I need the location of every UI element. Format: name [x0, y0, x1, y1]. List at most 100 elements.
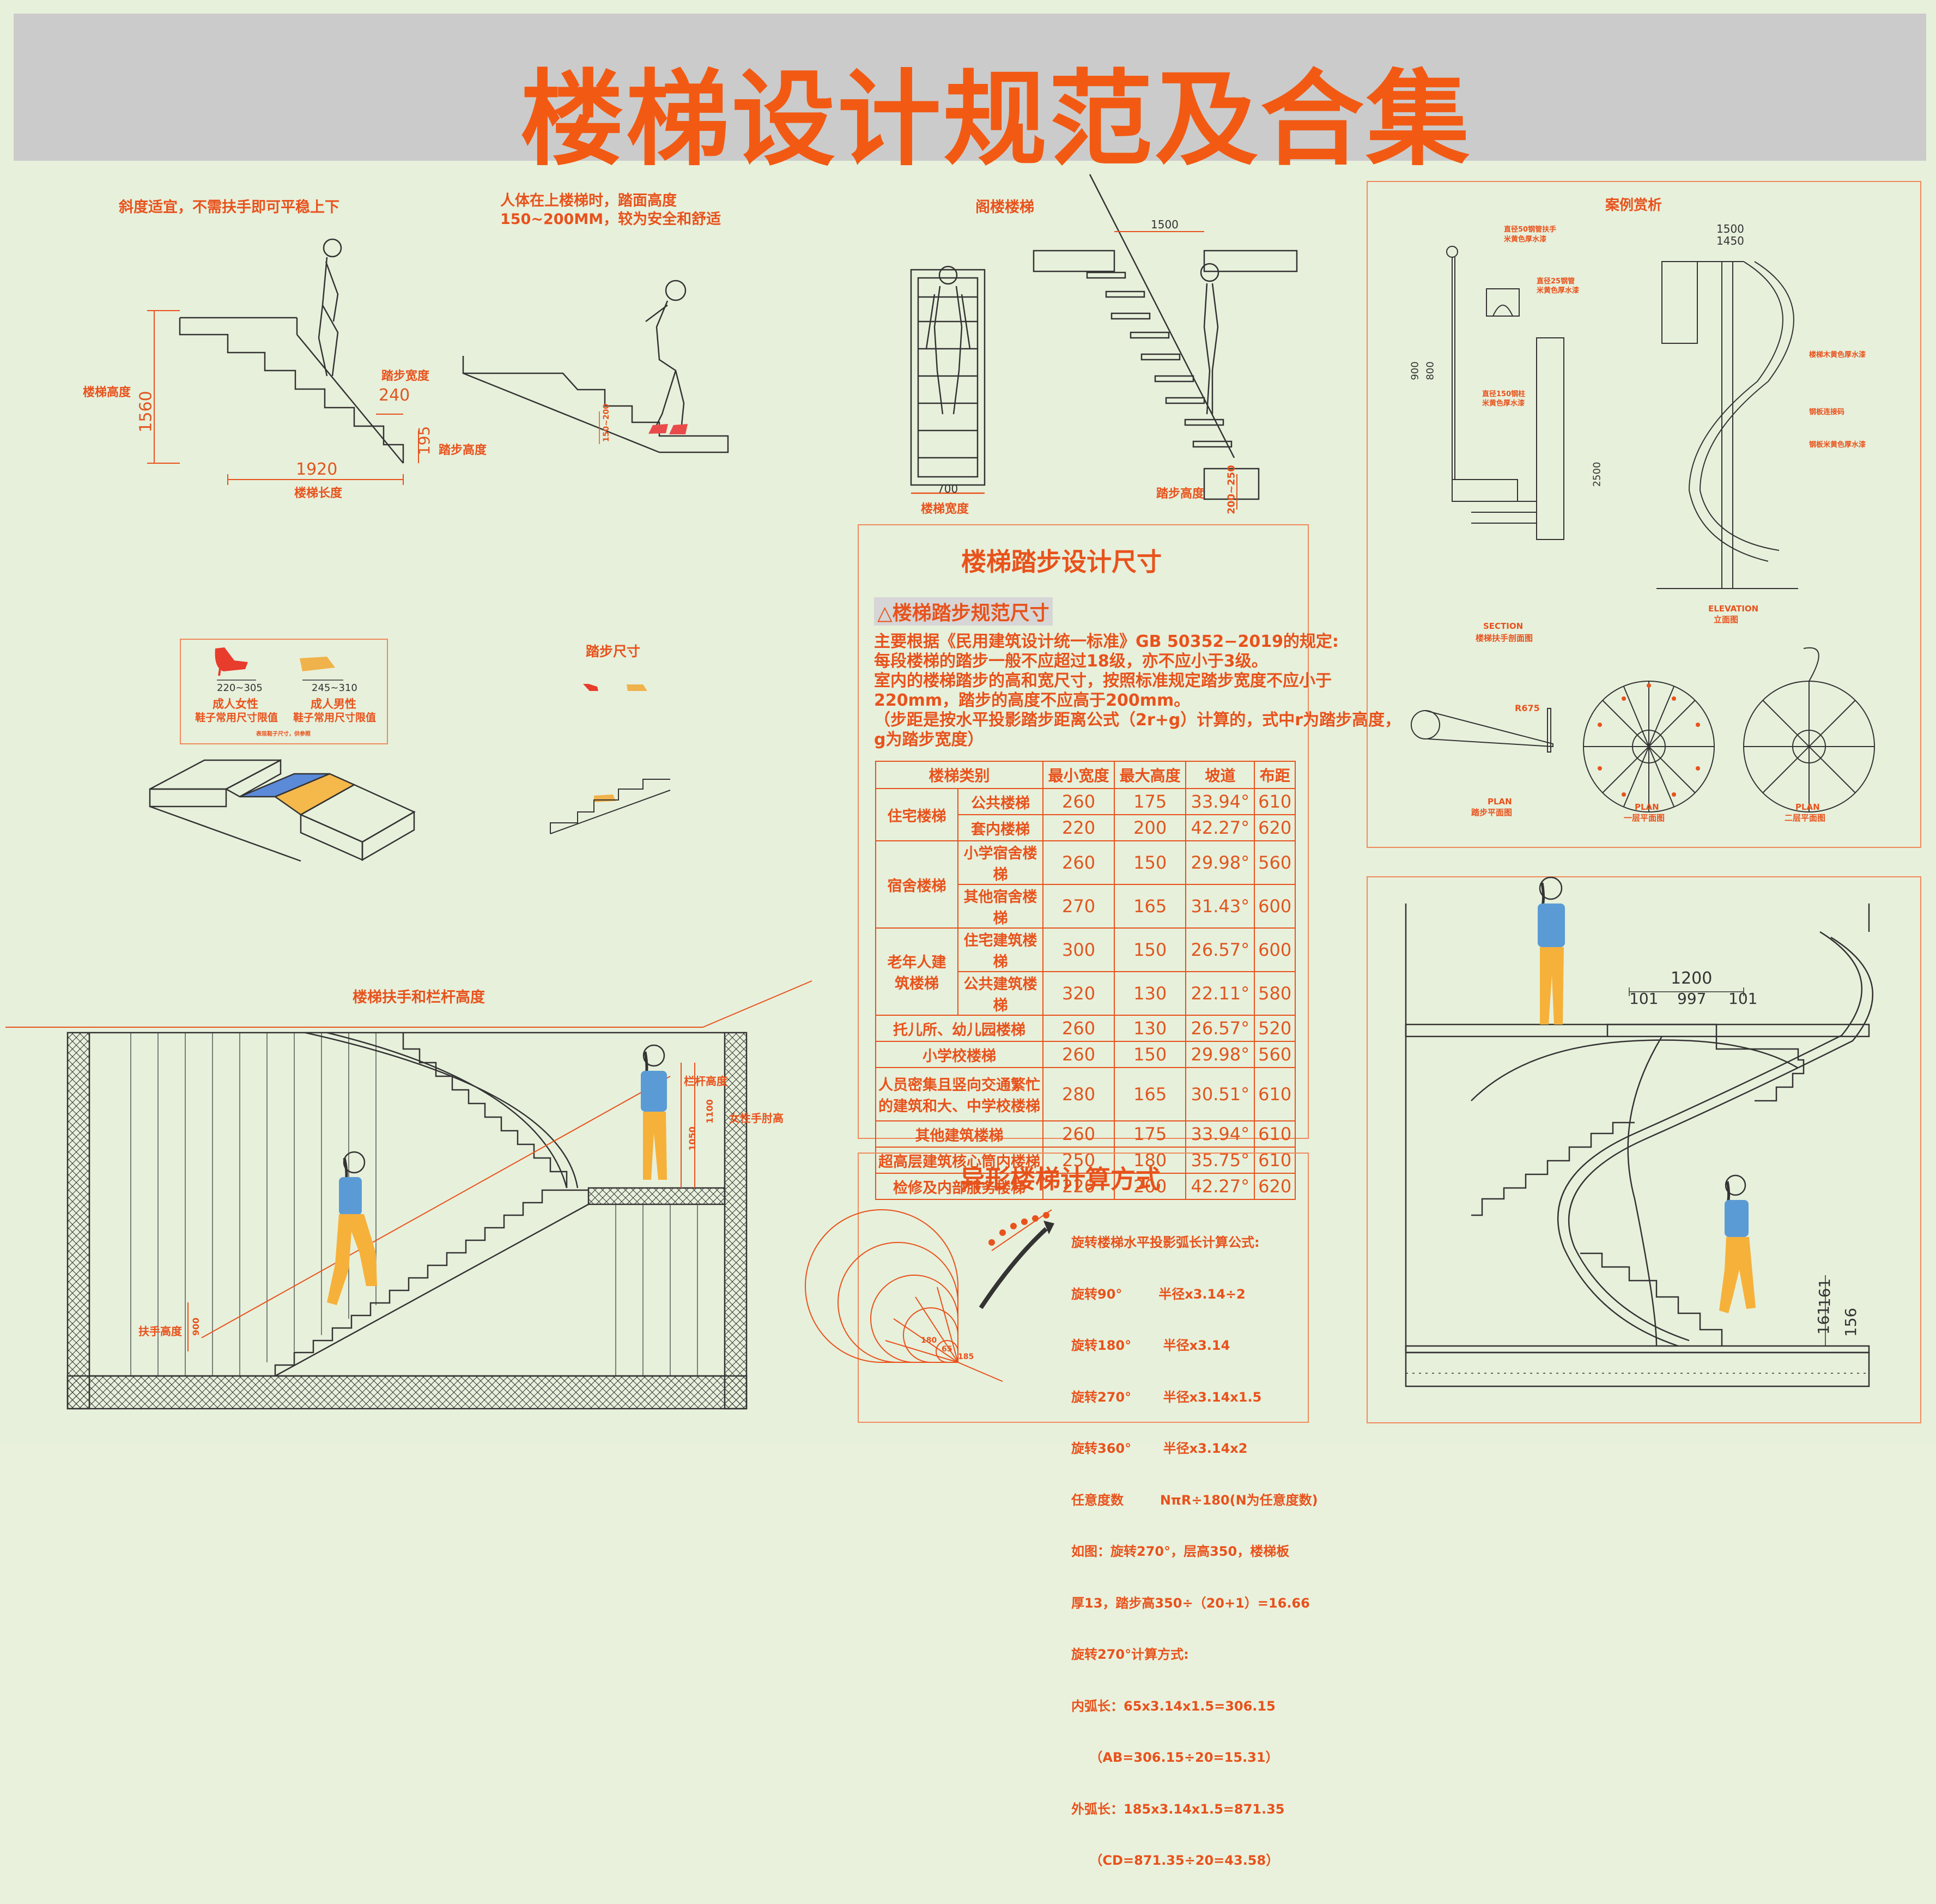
row-name: 其他建筑楼梯: [875, 1120, 1043, 1148]
cell-slope: 42.27°: [1185, 814, 1255, 841]
formula-line: 旋转180° 半径x3.14: [1071, 1338, 1230, 1353]
cell-slope: 22.11°: [1185, 971, 1255, 1016]
spiral-dim-1200: 1200: [1671, 969, 1713, 988]
formula-line: 厚13，踏步高350÷（20+1）=16.66: [1071, 1595, 1310, 1611]
table-row: 人员密集且竖向交通繁忙的建筑和大、中学校楼梯 280 165 30.51° 61…: [875, 1067, 1296, 1121]
female-label-2: 鞋子常用尺寸限值: [195, 712, 278, 724]
group-dorm: 宿舍楼梯: [875, 840, 958, 929]
cell-width: 260: [1042, 1120, 1115, 1148]
row-sub: 公共建筑楼梯: [957, 971, 1043, 1016]
row-sub: 套内楼梯: [957, 814, 1043, 841]
female-label-1: 成人女性: [213, 698, 258, 711]
cell-slope: 31.43°: [1185, 884, 1255, 929]
cell-height: 175: [1114, 1120, 1187, 1148]
row-sub: 住宅建筑楼梯: [957, 927, 1043, 972]
case-dim-1500: 1500: [1716, 222, 1744, 235]
dim-1920: 1920: [296, 460, 338, 479]
railing-title: 楼梯扶手和栏杆高度: [353, 989, 485, 1006]
label-handrail-height: 扶手高度: [138, 1325, 182, 1338]
cell-height: 165: [1114, 884, 1187, 929]
cell-width: 260: [1042, 840, 1115, 885]
group-residential: 住宅楼梯: [875, 788, 958, 841]
cell-width: 280: [1042, 1067, 1115, 1121]
cell-slope: 30.51°: [1185, 1067, 1255, 1121]
cell-height: 180: [1114, 1147, 1187, 1174]
plan1-cn: 一层平面图: [1624, 813, 1665, 823]
cell-height: 150: [1114, 1041, 1187, 1068]
caption-body-2: 150~200MM，较为安全和舒适: [500, 211, 721, 228]
spiral-dim-161a: 161: [1814, 1305, 1833, 1335]
case-note-2: 米黄色厚水漆: [1504, 235, 1547, 244]
cell-width: 260: [1042, 1015, 1115, 1042]
row-name: 检修及内部服务楼梯: [875, 1173, 1043, 1200]
cell-pace: 620: [1254, 814, 1296, 841]
case-note-5: 直径150钢柱: [1482, 390, 1526, 398]
dim-185: 185: [958, 1353, 974, 1361]
formula-line: （AB=306.15÷20=15.31）: [1071, 1750, 1279, 1765]
spiral-dim-161b: 161: [1816, 1278, 1834, 1308]
male-range: 245~310: [312, 682, 357, 694]
cell-height: 200: [1114, 1173, 1187, 1200]
label-attic-width: 楼梯宽度: [921, 502, 969, 516]
plan-label-0: PLAN: [1488, 797, 1512, 807]
table-row: 其他宿舍楼梯 270 165 31.43° 600: [876, 884, 1296, 929]
section-cn: 楼梯扶手剖面图: [1476, 633, 1533, 643]
section-label: SECTION: [1483, 621, 1524, 631]
formula-line: 旋转90° 半径x3.14÷2: [1071, 1286, 1246, 1302]
table-row: 公共建筑楼梯 320 130 22.11° 580: [876, 971, 1296, 1016]
cell-slope: 42.27°: [1185, 1173, 1255, 1200]
cell-slope: 26.57°: [1185, 927, 1255, 972]
spiral-dim-101a: 101: [1629, 990, 1659, 1008]
cell-pace: 610: [1254, 1120, 1296, 1148]
spiral-dim-101b: 101: [1728, 990, 1758, 1008]
cell-height: 150: [1114, 927, 1187, 972]
row-name-1: 人员密集且竖向交通繁忙: [878, 1077, 1040, 1094]
dim-attic-700: 700: [937, 482, 958, 495]
caption-body-1: 人体在上楼梯时，踏面高度: [500, 192, 677, 209]
spiral-panel: [1367, 876, 1921, 1423]
case-r-label: R675: [1515, 703, 1540, 713]
tread-size-title: 踏步尺寸: [586, 644, 641, 659]
table-header-row: 楼梯类别 最小宽度 最大高度 坡道 布距: [875, 761, 1296, 789]
group-elderly: 老年人建筑楼梯: [875, 927, 958, 1016]
cell-height: 130: [1114, 1015, 1187, 1042]
case-dim-1450: 1450: [1716, 234, 1744, 247]
label-stair-length: 楼梯长度: [294, 487, 343, 500]
cell-width: 270: [1042, 884, 1115, 929]
case-note-3: 直径25钢管: [1537, 277, 1575, 286]
table-row: 老年人建筑楼梯 住宅建筑楼梯 300 150 26.57° 600: [875, 927, 1296, 1016]
case-title: 案例赏析: [1605, 197, 1662, 214]
spiral-dim-156: 156: [1842, 1307, 1860, 1337]
plan2-cn: 二层平面图: [1785, 813, 1826, 823]
cell-width: 260: [1042, 1041, 1115, 1068]
spec-table-wrap: 楼梯类别 最小宽度 最大高度 坡道 布距 住宅楼梯 公共楼梯 260 175 3…: [875, 761, 1296, 1200]
cell-height: 130: [1114, 971, 1187, 1016]
plan-label-2: PLAN: [1795, 802, 1820, 812]
col-slope: 坡道: [1185, 761, 1255, 789]
elevation-label: ELEVATION: [1708, 604, 1759, 614]
case-note-9: 钢板米黄色厚水漆: [1809, 441, 1866, 449]
female-range: 220~305: [217, 682, 263, 694]
row-sub: 其他宿舍楼梯: [957, 884, 1043, 929]
formula-line: 外弧长：185x3.14x1.5=871.35: [1071, 1801, 1285, 1817]
shoe-icons: [149, 647, 671, 862]
shoe-panel: [180, 639, 388, 744]
cell-pace: 560: [1254, 1041, 1296, 1068]
railing-drawing: [5, 980, 812, 1410]
formula-line: （CD=871.35÷20=43.58）: [1071, 1853, 1279, 1868]
row-name: 托儿所、幼儿园楼梯: [875, 1015, 1043, 1042]
cell-pace: 560: [1254, 840, 1296, 885]
row-name: 人员密集且竖向交通繁忙的建筑和大、中学校楼梯: [875, 1067, 1043, 1121]
special-panel: [858, 1153, 1309, 1423]
label-rail-height: 栏杆高度: [684, 1075, 727, 1088]
formula-line: 旋转楼梯水平投影弧长计算公式:: [1071, 1235, 1260, 1250]
case-note-4: 米黄色厚水漆: [1537, 287, 1580, 295]
row-name-2: 的建筑和大、中学校楼梯: [878, 1098, 1040, 1115]
cell-width: 220: [1042, 814, 1115, 841]
cell-slope: 33.94°: [1185, 788, 1255, 815]
cell-slope: 33.94°: [1185, 1120, 1255, 1148]
cell-pace: 600: [1254, 927, 1296, 972]
cell-width: 220: [1042, 1173, 1115, 1200]
cell-width: 260: [1042, 788, 1115, 815]
spiral-drawing: [1405, 876, 1874, 1387]
